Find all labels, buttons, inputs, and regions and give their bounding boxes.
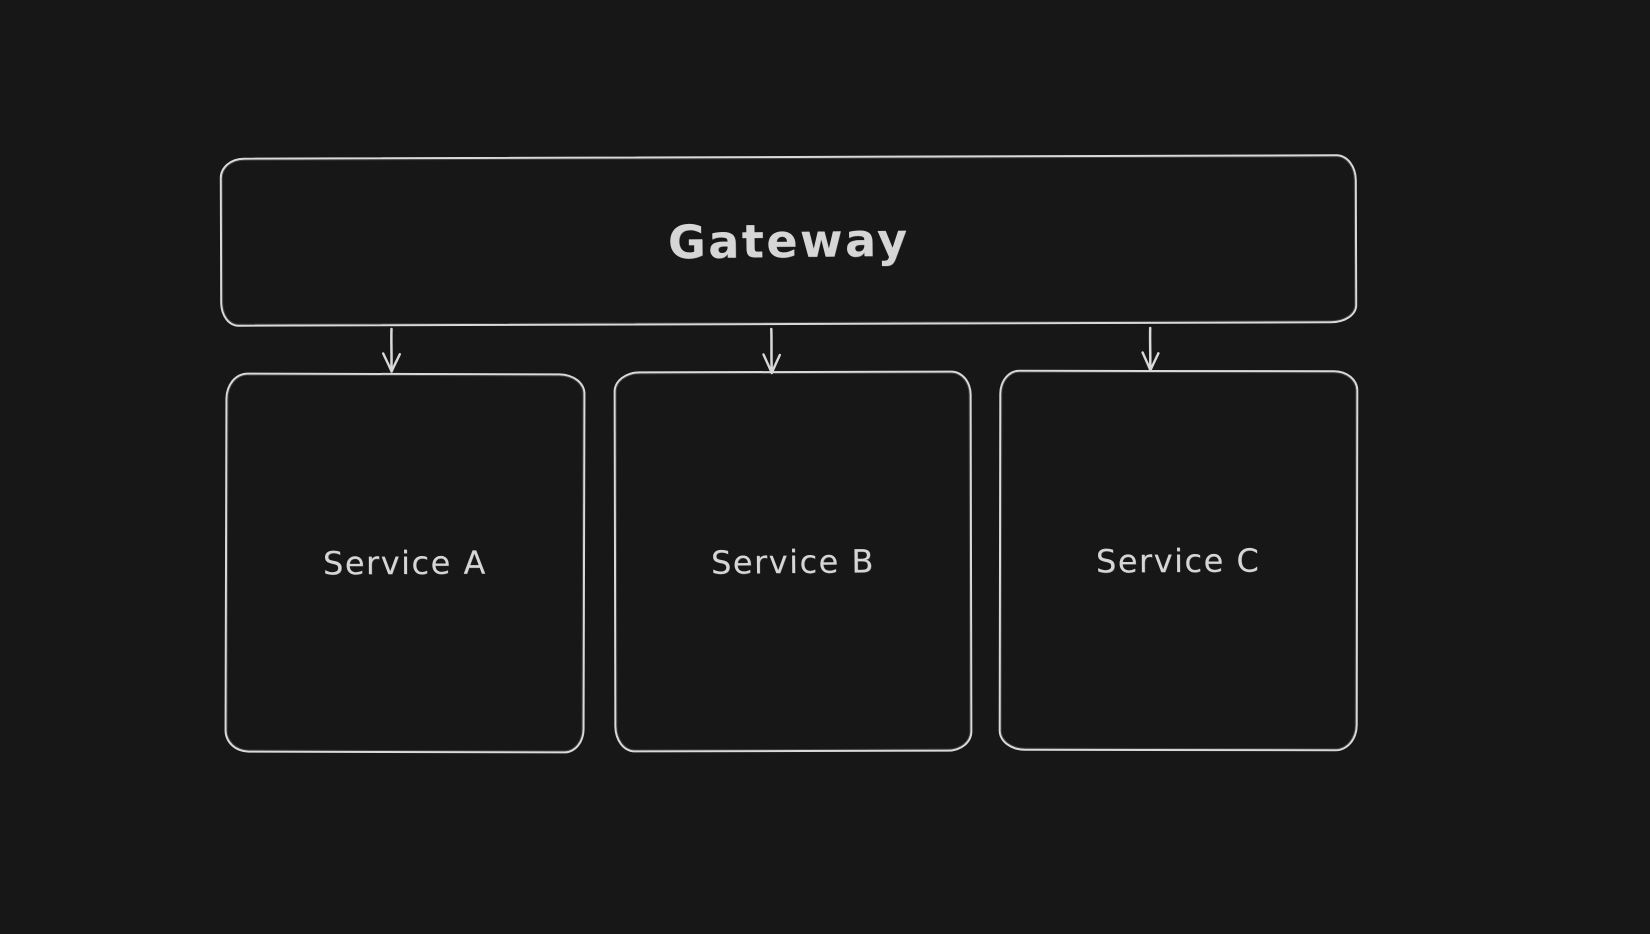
node-service-c-label: Service C bbox=[1096, 541, 1261, 580]
arrow-gateway-to-service-c[interactable] bbox=[1141, 326, 1160, 372]
node-gateway-label: Gateway bbox=[667, 212, 910, 269]
node-service-a[interactable]: Service A bbox=[224, 372, 586, 754]
arrow-head bbox=[382, 352, 401, 373]
arrow-head bbox=[1141, 351, 1160, 372]
node-service-b-label: Service B bbox=[710, 541, 876, 582]
node-gateway[interactable]: Gateway bbox=[219, 154, 1358, 327]
arrow-shaft bbox=[770, 327, 774, 373]
arrow-gateway-to-service-b[interactable] bbox=[762, 327, 781, 375]
arrow-gateway-to-service-a[interactable] bbox=[382, 327, 401, 373]
node-service-b[interactable]: Service B bbox=[613, 370, 973, 753]
node-service-a-label: Service A bbox=[322, 543, 487, 583]
node-service-c[interactable]: Service C bbox=[998, 369, 1359, 752]
